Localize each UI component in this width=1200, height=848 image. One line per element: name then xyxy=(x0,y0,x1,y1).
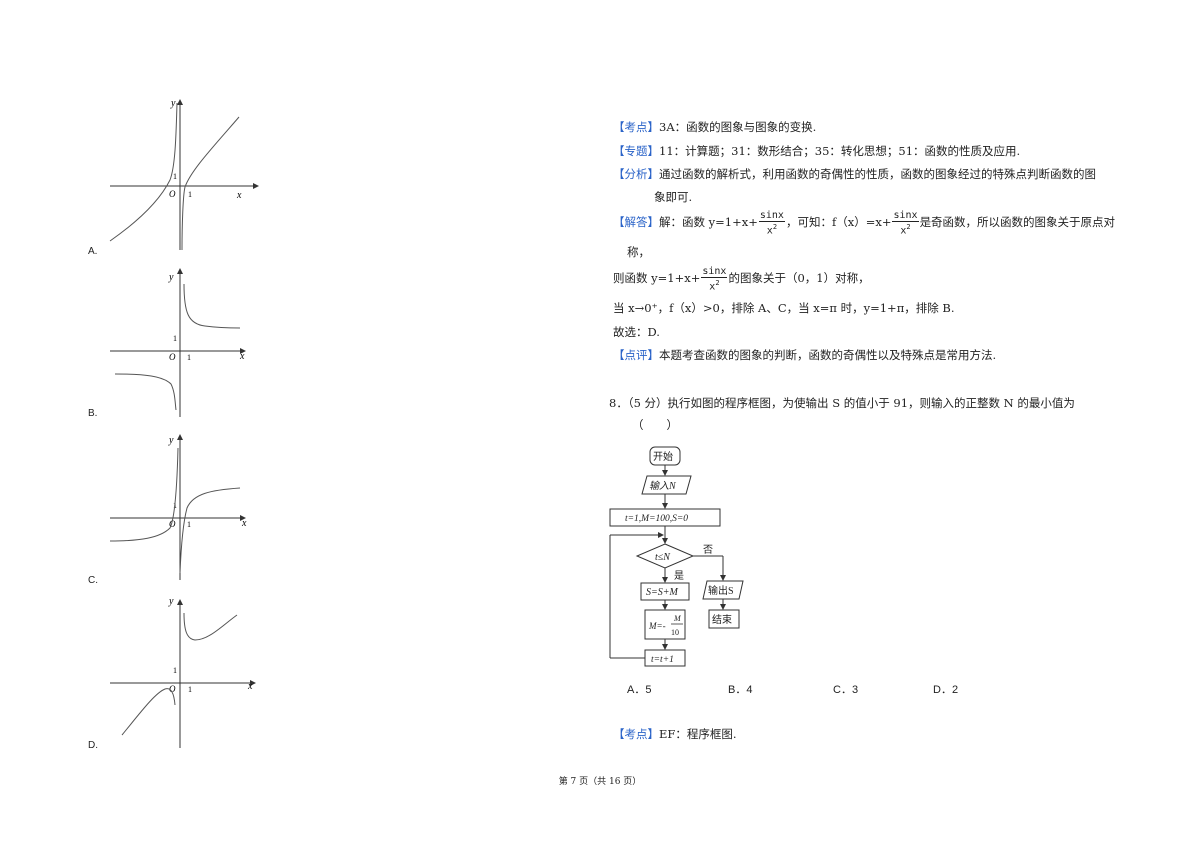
no-label: 否 xyxy=(703,544,713,556)
q8-kaodian-line: 【考点】EF：程序框图. xyxy=(613,726,737,742)
sum-step-label: S=S+M xyxy=(646,587,678,598)
kaodian-text: 3A：函数的图象与图象的变换. xyxy=(659,120,817,134)
tick-label: 1 xyxy=(173,172,177,181)
option-a-label: A. xyxy=(88,246,98,257)
tick-label: 1 xyxy=(187,353,191,362)
answer-line: 故选：D. xyxy=(613,325,660,339)
x-axis-label: x xyxy=(247,681,253,692)
dianping-tag: 【点评】 xyxy=(613,348,659,362)
y-axis-label: y xyxy=(168,435,174,446)
fenxi-line-2: 象即可. xyxy=(654,190,693,204)
graph-b: y x O 1 1 xyxy=(110,268,246,417)
graph-a: y x O 1 1 xyxy=(109,98,259,251)
origin-label: O xyxy=(169,352,176,362)
option-c-label: C. xyxy=(88,575,98,586)
fenxi-line: 【分析】通过函数的解析式，利用函数的奇偶性的性质，函数的图象经过的特殊点判断函数… xyxy=(613,166,1096,182)
update-m-numerator: M xyxy=(673,614,682,623)
increment-label: t=t+1 xyxy=(651,655,674,665)
dianping-line: 【点评】本题考查函数的图象的判断，函数的奇偶性以及特殊点是常用方法. xyxy=(613,347,996,363)
jieda-text-b: ，可知：f（x）=x+ xyxy=(785,215,892,230)
condition-label: t≤N xyxy=(655,552,671,563)
graph-d: y x O 1 1 xyxy=(110,596,256,748)
dianping-text: 本题考查函数的图象的判断，函数的奇偶性以及特殊点是常用方法. xyxy=(659,348,997,362)
tick-label: 1 xyxy=(187,520,191,529)
fenxi-text: 通过函数的解析式，利用函数的奇偶性的性质，函数的图象经过的特殊点判断函数的图 xyxy=(659,167,1096,181)
input-node xyxy=(641,475,692,495)
tick-label: 1 xyxy=(188,685,192,694)
choice-c: C．3 xyxy=(833,684,859,696)
question-8-stem: 8．（5 分）执行如图的程序框图，为使输出 S 的值小于 91，则输入的正整数 … xyxy=(609,396,1075,410)
jieda-tag: 【解答】 xyxy=(613,215,659,230)
origin-label: O xyxy=(169,189,176,199)
start-label: 开始 xyxy=(653,450,673,463)
init-label: t=1,M=100,S=0 xyxy=(625,514,688,524)
fenxi-tag: 【分析】 xyxy=(613,167,659,181)
end-label: 结束 xyxy=(712,613,732,626)
tick-label: 1 xyxy=(173,334,177,343)
choice-a: A．5 xyxy=(627,684,652,696)
x-axis-label: x xyxy=(241,518,247,529)
y-axis-label: y xyxy=(170,98,176,109)
option-d-label: D. xyxy=(88,740,98,751)
output-node xyxy=(702,580,744,600)
update-m-label: M=- xyxy=(648,621,666,631)
y-axis-label: y xyxy=(168,272,174,283)
q8-kaodian-text: EF：程序框图. xyxy=(659,727,737,741)
choice-d: D．2 xyxy=(933,684,959,696)
origin-label: O xyxy=(169,519,176,529)
exclusion-line: 当 x→0⁺，f（x）>0，排除 A、C，当 x=π 时，y=1+π，排除 B. xyxy=(613,301,955,315)
update-m-denominator: 10 xyxy=(671,628,679,637)
page-footer: 第 7 页（共 16 页） xyxy=(558,777,642,787)
y-axis-label: y xyxy=(168,596,174,607)
kaodian-line: 【考点】3A：函数的图象与图象的变换. xyxy=(613,119,816,135)
graph-c: y x O 1 1 xyxy=(109,434,247,580)
yes-label: 是 xyxy=(674,570,684,582)
origin-label: O xyxy=(169,684,176,694)
input-label: 输入N xyxy=(649,480,677,492)
jieda-text-a: 解：函数 y=1+x+ xyxy=(659,215,758,230)
flowchart: 开始 输入N t=1,M=100,S=0 t≤N 否 是 S=S+M M=- M… xyxy=(609,446,744,667)
jieda-text-c: 是奇函数，所以函数的图象关于原点对 xyxy=(919,215,1116,230)
kaodian-tag: 【考点】 xyxy=(613,120,659,134)
tick-label: 1 xyxy=(173,666,177,675)
tick-label: 1 xyxy=(188,190,192,199)
q8-kaodian-tag: 【考点】 xyxy=(613,727,659,741)
x-axis-label: x xyxy=(239,351,245,362)
zhuanti-text: 11：计算题；31：数形结合；35：转化思想；51：函数的性质及应用. xyxy=(659,144,1021,158)
zhuanti-line: 【专题】11：计算题；31：数形结合；35：转化思想；51：函数的性质及应用. xyxy=(613,143,1020,159)
choice-b: B．4 xyxy=(728,684,753,696)
option-b-label: B. xyxy=(88,408,98,419)
zhuanti-tag: 【专题】 xyxy=(613,144,659,158)
question-8-blank: （ ） xyxy=(632,418,678,432)
output-label: 输出S xyxy=(708,584,734,597)
x-axis-label: x xyxy=(236,190,242,201)
jieda-line-2: 称， xyxy=(627,245,650,259)
end-node xyxy=(708,609,740,629)
